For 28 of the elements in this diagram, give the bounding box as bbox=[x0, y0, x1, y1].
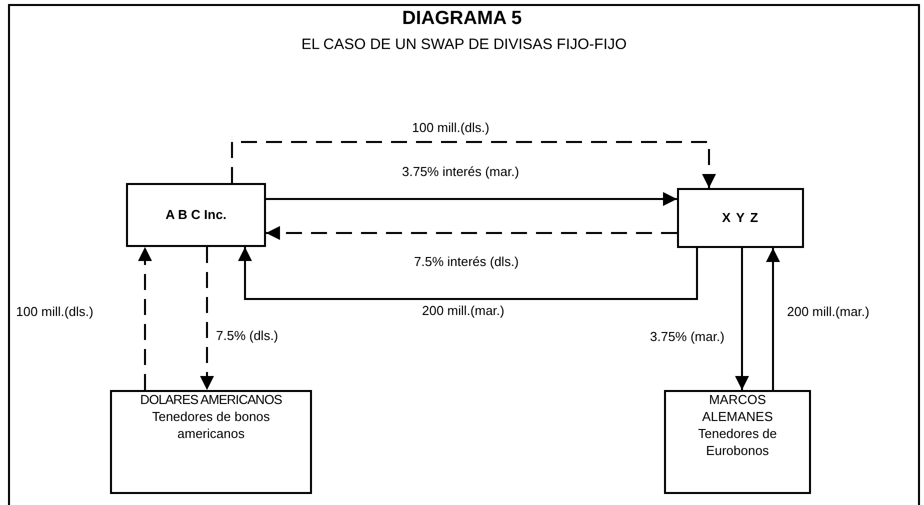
entity-box bbox=[110, 390, 312, 494]
diagram-title: DIAGRAMA 5 bbox=[401, 8, 523, 30]
entity-box bbox=[126, 183, 266, 247]
edge-label: 100 mill.(dls.) bbox=[14, 304, 96, 319]
edge-label: 3.75% (mar.) bbox=[648, 329, 726, 344]
arrow bbox=[766, 248, 780, 390]
edge-label: 7.5% (dls.) bbox=[214, 328, 280, 343]
arrow bbox=[238, 247, 698, 300]
arrow bbox=[200, 247, 214, 390]
box-text: Tenedores de bonos americanos bbox=[151, 408, 271, 443]
entity-box bbox=[664, 390, 811, 494]
edge-label: 200 mill.(mar.) bbox=[420, 303, 506, 318]
arrow bbox=[266, 192, 677, 206]
box-heading: DOLARES AMERICANOS bbox=[140, 392, 282, 409]
arrow bbox=[735, 248, 749, 390]
arrow bbox=[266, 226, 677, 240]
box-text: Tenedores de Eurobonos bbox=[697, 426, 778, 460]
edge-label: 200 mill.(mar.) bbox=[785, 304, 872, 319]
box-heading: MARCOS ALEMANES bbox=[701, 392, 774, 426]
entity-box bbox=[677, 188, 804, 248]
box-heading: X Y Z bbox=[722, 210, 760, 226]
edge-label: 100 mill.(dls.) bbox=[410, 120, 492, 135]
edge-label: 7.5% interés (dls.) bbox=[412, 254, 521, 269]
subtitle: EL CASO DE UN SWAP DE DIVISAS FIJO-FIJO bbox=[300, 36, 628, 53]
arrow bbox=[231, 141, 716, 188]
edge-label: 3.75% interés (mar.) bbox=[400, 164, 522, 179]
box-heading: A B C Inc. bbox=[166, 206, 226, 224]
arrow bbox=[138, 247, 152, 390]
